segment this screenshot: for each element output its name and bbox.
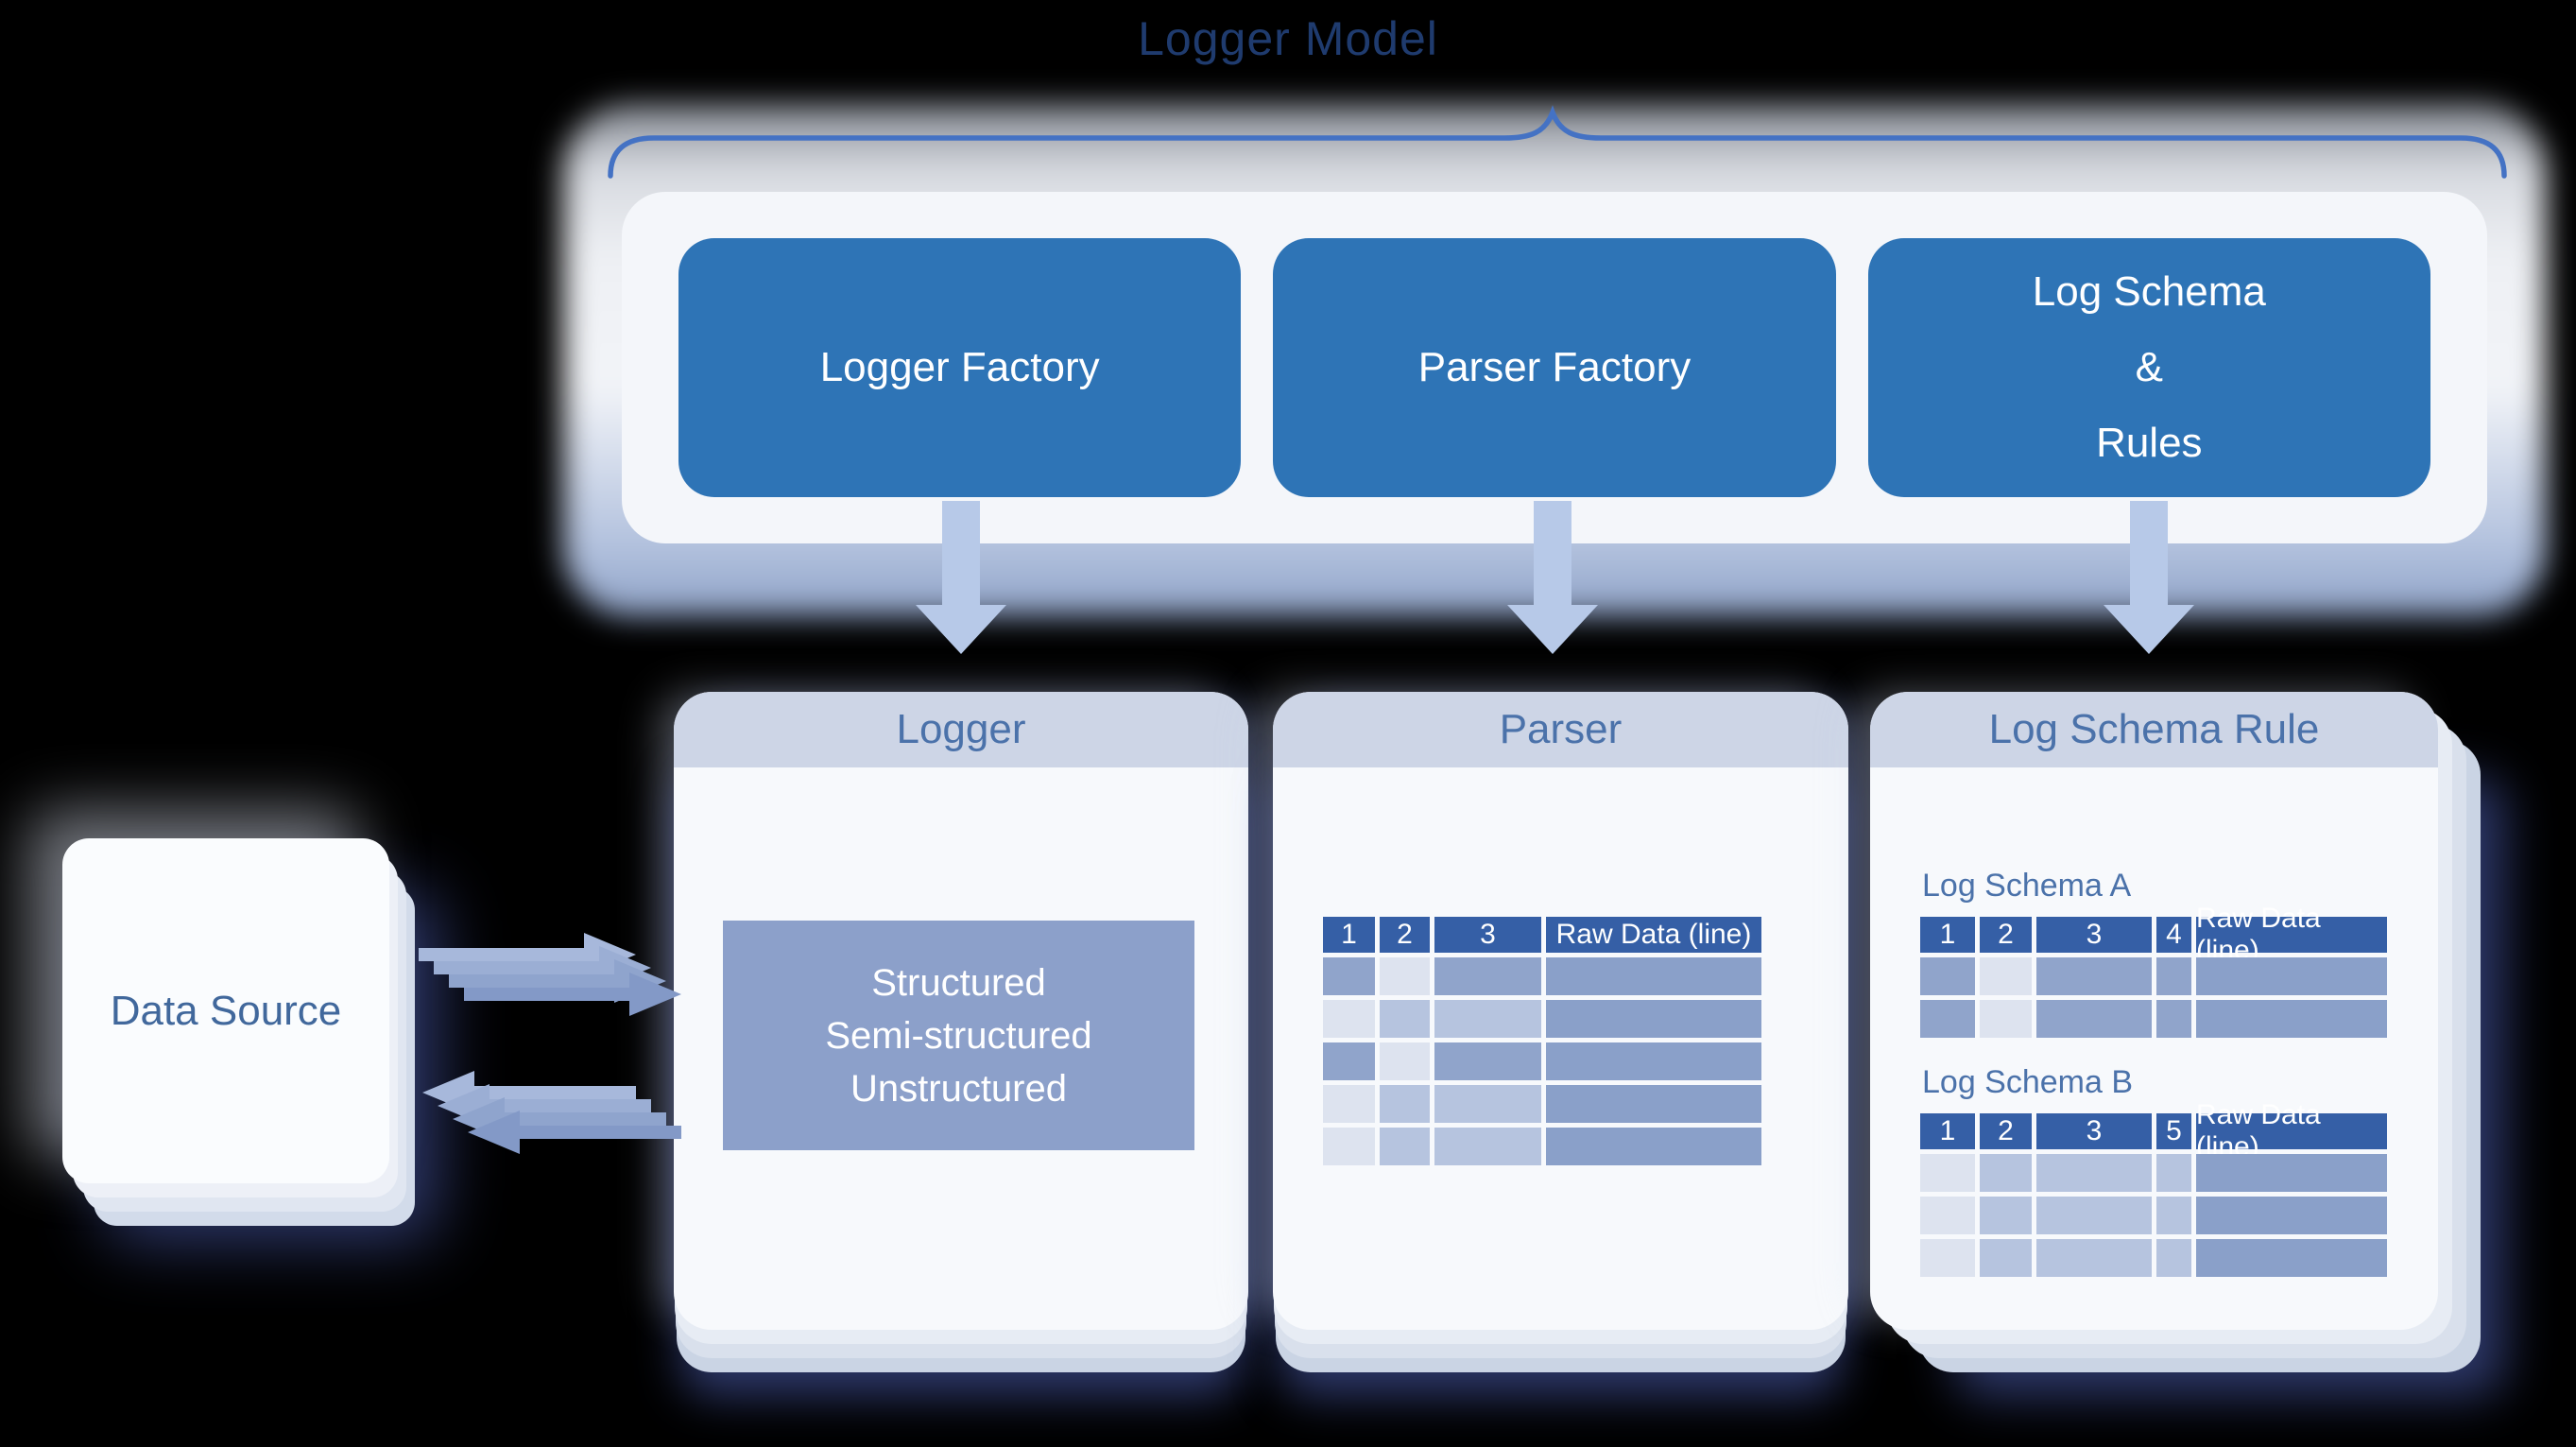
flow-arrows-right [419, 933, 681, 1016]
table-header-cell: 3 [1434, 917, 1541, 953]
logger-panel-header: Logger [674, 692, 1248, 767]
log-schema-rules-line1: Log Schema [2032, 268, 2266, 315]
flow-arrow-right [419, 933, 636, 976]
table-cell [1323, 1128, 1375, 1165]
logger-content-line3: Unstructured [850, 1067, 1067, 1110]
table-header-cell: 5 [2156, 1113, 2191, 1149]
log-schema-rules-line2: & [2135, 344, 2163, 390]
log-schema-a-label: Log Schema A [1922, 868, 2132, 904]
table-cell [2196, 1154, 2387, 1192]
logger-model-container: Logger Factory Parser Factory Log Schema… [622, 192, 2487, 543]
table-cell [2196, 1197, 2387, 1234]
table-header-cell: Raw Data (line) [2196, 1099, 2387, 1163]
table-header-cell: 2 [1380, 917, 1430, 953]
table-cell [1980, 1000, 2032, 1038]
logger-content-line2: Semi-structured [825, 1014, 1092, 1057]
table-cell [2036, 1000, 2152, 1038]
logger-factory-box: Logger Factory [678, 238, 1242, 497]
flow-arrow-right [464, 973, 681, 1016]
table-cell [1323, 1085, 1375, 1123]
log-schema-rules-line3: Rules [2096, 420, 2203, 466]
table-cell [1980, 1239, 2032, 1277]
flow-arrow-right [449, 959, 666, 1003]
table-cell [2196, 1239, 2387, 1277]
logger-content-box: Structured Semi-structured Unstructured [723, 921, 1194, 1150]
parser-panel-title: Parser [1499, 706, 1623, 752]
flow-arrow-right [434, 946, 651, 990]
table-cell [1546, 1085, 1761, 1123]
table-cell [1323, 957, 1375, 995]
table-cell [1546, 1042, 1761, 1080]
flow-arrow-left [422, 1071, 636, 1114]
flow-arrow-left [453, 1097, 666, 1141]
table-cell [1920, 957, 1975, 995]
table-cell [1323, 1000, 1375, 1038]
table-header-cell: 2 [1980, 1113, 2032, 1149]
table-cell [2036, 957, 2152, 995]
table-header-cell: 3 [2036, 1113, 2152, 1149]
table-cell [2036, 1197, 2152, 1234]
parser-panel-header: Parser [1273, 692, 1848, 767]
table-cell [2156, 1197, 2191, 1234]
table-cell [2156, 1154, 2191, 1192]
table-cell [1546, 957, 1761, 995]
table-header-cell: Raw Data (line) [1546, 917, 1761, 953]
table-cell [2196, 1000, 2387, 1038]
table-cell [1920, 1197, 1975, 1234]
parser-factory-box: Parser Factory [1273, 238, 1836, 497]
table-cell [2196, 957, 2387, 995]
table-header-cell: 2 [1980, 917, 2032, 953]
flow-arrow-left [468, 1111, 681, 1154]
table-cell [1380, 1000, 1430, 1038]
table-header-cell: 1 [1920, 917, 1975, 953]
table-header-cell: 3 [2036, 917, 2152, 953]
parser-factory-label: Parser Factory [1417, 344, 1692, 390]
table-cell [1434, 957, 1541, 995]
flow-arrows-left [422, 1071, 681, 1154]
flow-arrow-left [438, 1084, 651, 1128]
logger-panel-title: Logger [896, 706, 1026, 752]
table-cell [1380, 1128, 1430, 1165]
table-cell [1920, 1154, 1975, 1192]
log-schema-b-label: Log Schema B [1922, 1064, 2134, 1100]
table-header-cell: Raw Data (line) [2196, 903, 2387, 966]
logger-content-line1: Structured [871, 961, 1046, 1004]
table-cell [2036, 1154, 2152, 1192]
table-cell [1434, 1000, 1541, 1038]
data-source-card: Data Source [62, 838, 389, 1183]
table-cell [1434, 1085, 1541, 1123]
table-cell [1920, 1000, 1975, 1038]
table-cell [2156, 957, 2191, 995]
table-cell [2036, 1239, 2152, 1277]
logger-panel: Logger Structured Semi-structured Unstru… [674, 692, 1248, 1330]
table-cell [1380, 1042, 1430, 1080]
log-schema-rule-panel-title: Log Schema Rule [1988, 706, 2320, 752]
table-cell [1980, 1154, 2032, 1192]
table-cell [1380, 1085, 1430, 1123]
log-schema-rule-panel-header: Log Schema Rule [1870, 692, 2438, 767]
table-cell [1434, 1128, 1541, 1165]
table-cell [1980, 957, 2032, 995]
table-cell [2156, 1000, 2191, 1038]
table-cell [1920, 1239, 1975, 1277]
table-cell [1980, 1197, 2032, 1234]
log-schema-rules-box: Log Schema & Rules [1867, 238, 2430, 497]
table-cell [2156, 1239, 2191, 1277]
logger-factory-label: Logger Factory [819, 344, 1100, 390]
table-header-cell: 1 [1323, 917, 1375, 953]
data-source-label: Data Source [110, 987, 342, 1034]
table-cell [1546, 1000, 1761, 1038]
table-cell [1380, 957, 1430, 995]
table-cell [1546, 1128, 1761, 1165]
table-header-cell: 4 [2156, 917, 2191, 953]
table-header-cell: 1 [1920, 1113, 1975, 1149]
diagram-title: Logger Model [1138, 12, 1438, 65]
table-cell [1434, 1042, 1541, 1080]
table-cell [1323, 1042, 1375, 1080]
